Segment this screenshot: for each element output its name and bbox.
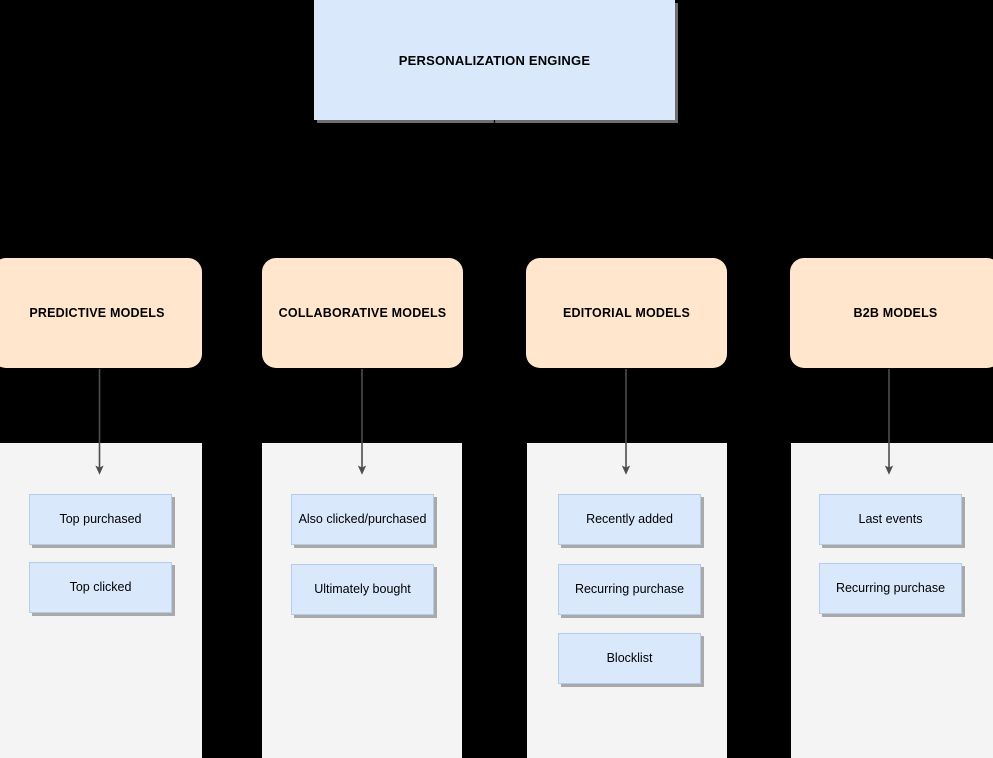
category-label-predictive-models: PREDICTIVE MODELS [29,306,165,320]
category-box-predictive-models[interactable]: PREDICTIVE MODELS [0,258,202,368]
list-item[interactable]: Recurring purchase [819,563,962,614]
item-label: Also clicked/purchased [298,511,427,526]
connector-root-to-editorial [494,199,627,258]
list-item[interactable]: Top clicked [29,562,172,613]
item-label: Last events [858,511,923,526]
category-label-editorial-models: EDITORIAL MODELS [562,306,691,320]
category-box-editorial-models[interactable]: EDITORIAL MODELS [526,258,727,368]
item-label: Recurring purchase [835,580,946,595]
connector-root-to-collaborative [361,199,495,258]
personalization-engine-node[interactable]: PERSONALIZATION ENGINGE [314,0,675,120]
item-label: Blocklist [606,650,653,665]
item-label: Top purchased [59,511,142,526]
list-item[interactable]: Recurring purchase [558,564,701,615]
category-box-collaborative-models[interactable]: COLLABORATIVE MODELS [262,258,463,368]
category-label-collaborative-models: COLLABORATIVE MODELS [278,306,447,320]
item-label: Ultimately bought [314,581,411,596]
connector-root-to-b2b [494,199,890,258]
item-label: Top clicked [69,579,132,594]
category-label-b2b-models: B2B MODELS [853,306,938,320]
connector-root-to-predictive [96,199,495,258]
personalization-engine-label: PERSONALIZATION ENGINGE [398,52,591,68]
list-item[interactable]: Also clicked/purchased [291,494,434,545]
list-item[interactable]: Last events [819,494,962,545]
list-item[interactable]: Blocklist [558,633,701,684]
list-item[interactable]: Recently added [558,494,701,545]
item-label: Recently added [586,511,673,526]
item-label: Recurring purchase [574,581,685,596]
category-box-b2b-models[interactable]: B2B MODELS [790,258,993,368]
list-item[interactable]: Top purchased [29,494,172,545]
list-item[interactable]: Ultimately bought [291,564,434,615]
